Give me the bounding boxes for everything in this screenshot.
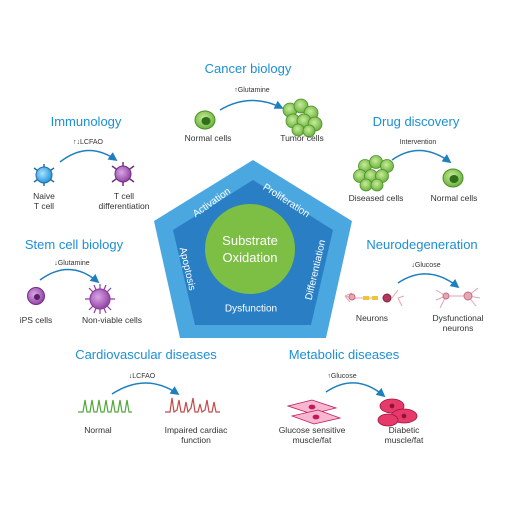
stem-from-label: iPS cells	[19, 315, 53, 325]
cancer-normal-cell-icon	[194, 110, 216, 130]
impaired-ecg-trace-icon	[165, 397, 220, 414]
stem-arrow-label: ↓Glutamine	[54, 260, 90, 267]
center-line-2: Oxidation	[222, 250, 278, 265]
t-cell-differentiation-icon	[111, 162, 135, 186]
drug-from-label: Diseased cells	[348, 193, 404, 203]
cancer-title: Cancer biology	[204, 61, 292, 76]
metabolic-arrow	[325, 382, 386, 398]
metabolic-from-line-1: Glucose sensitive	[278, 425, 346, 435]
neuro-arrow-label: ↓Glucose	[411, 262, 441, 269]
immunology-to-line-1: T cell	[113, 191, 135, 201]
neuro-arrow-text: Glucose	[414, 262, 441, 269]
non-viable-cell-icon	[85, 284, 115, 314]
ips-cell-icon	[27, 287, 45, 305]
cardio-arrow	[111, 382, 180, 396]
stem-arrow	[39, 268, 100, 284]
immunology-to-label: T cell differentiation	[98, 191, 150, 212]
center-circle	[205, 204, 295, 294]
center-label: Substrate Oxidation	[222, 232, 278, 266]
cardio-to-line-2: function	[181, 434, 211, 445]
neuro-to-line-2: neurons	[442, 322, 474, 333]
cardio-arrow-text: LCFAO	[132, 373, 156, 380]
drug-normal-cell-icon	[442, 168, 464, 188]
cancer-arrow-text: Glutamine	[237, 87, 270, 94]
neuro-title: Neurodegeneration	[366, 237, 478, 252]
metabolic-arrow-label: ↑Glucose	[327, 373, 357, 380]
metabolic-to-label: Diabetic muscle/fat	[384, 425, 424, 446]
neuro-to-label: Dysfunctional neurons	[432, 313, 484, 334]
metabolic-from-label: Glucose sensitive muscle/fat	[278, 425, 346, 446]
immunology-title: Immunology	[50, 114, 122, 129]
metabolic-to-line-1: Diabetic	[388, 425, 420, 435]
drug-to-label: Normal cells	[430, 193, 478, 203]
cardio-to-line-1: Impaired cardiac	[164, 425, 228, 435]
immunology-from-label: Naive T cell	[33, 191, 55, 212]
cardio-to-label: Impaired cardiac function	[164, 425, 228, 446]
drug-arrow	[391, 149, 452, 164]
stem-arrow-text: Glutamine	[57, 260, 90, 267]
metabolic-from-line-2: muscle/fat	[292, 434, 332, 445]
immunology-from-line-2: T cell	[33, 200, 55, 211]
cancer-tumor-cells-icon	[282, 98, 323, 138]
neuro-arrow	[397, 273, 460, 289]
stem-to-label: Non-viable cells	[82, 315, 142, 325]
naive-t-cell-icon	[33, 164, 55, 186]
drug-arrow-label: Intervention	[399, 139, 437, 146]
dysfunctional-neuron-icon	[435, 287, 481, 309]
cardio-from-label: Normal	[84, 425, 112, 435]
glucose-sensitive-muscle-icon	[286, 399, 342, 425]
diseased-cells-icon	[353, 155, 394, 192]
immunology-to-line-2: differentiation	[98, 200, 150, 211]
cancer-to-label: Tumor cells	[280, 133, 324, 143]
center-line-1: Substrate	[222, 233, 278, 248]
metabolic-title: Metabolic diseases	[288, 347, 400, 362]
immunology-from-line-1: Naive	[33, 191, 55, 201]
ring-dysfunction: Dysfunction	[224, 303, 278, 315]
cancer-arrow	[219, 99, 284, 111]
diabetic-muscle-icon	[377, 398, 418, 427]
cardio-title: Cardiovascular diseases	[75, 347, 217, 362]
neuron-icon	[344, 289, 405, 307]
metabolic-to-line-2: muscle/fat	[384, 434, 424, 445]
drug-title: Drug discovery	[372, 114, 460, 129]
normal-ecg-trace-icon	[78, 399, 132, 413]
cancer-from-label: Normal cells	[184, 133, 232, 143]
metabolic-arrow-text: Glucose	[330, 373, 357, 380]
immunology-arrow-label: ↑↓LCFAO	[73, 139, 103, 146]
immunology-arrow	[59, 149, 118, 163]
cardio-arrow-label: ↓LCFAO	[128, 373, 156, 380]
immunology-arrow-text: LCFAO	[80, 139, 103, 146]
neuro-to-line-1: Dysfunctional	[432, 313, 484, 323]
cancer-arrow-label: ↑Glutamine	[234, 87, 270, 94]
neuro-from-label: Neurons	[355, 313, 389, 323]
stem-title: Stem cell biology	[24, 237, 124, 252]
